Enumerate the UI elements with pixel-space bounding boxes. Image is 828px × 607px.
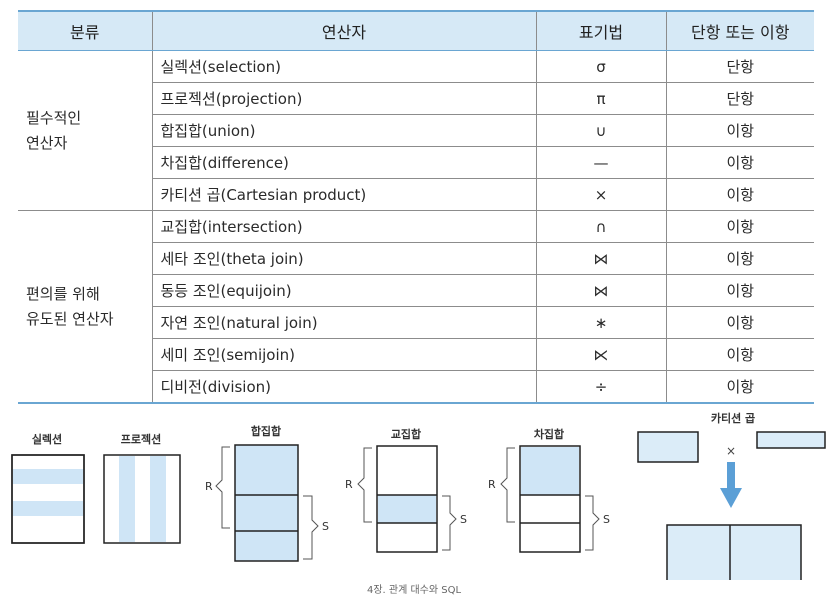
arrow-shaft	[727, 462, 735, 488]
notation-cell: ⋈	[535, 242, 666, 275]
union-diagram: 합집합 R S	[205, 424, 329, 562]
notation-cell: ×	[535, 178, 666, 211]
s-label: S	[460, 513, 467, 526]
r-label: R	[488, 478, 496, 491]
difference-label: 차집합	[534, 427, 564, 441]
operator-cell: 자연 조인(natural join)	[151, 306, 536, 339]
arity-cell: 단항	[665, 82, 814, 115]
notation-cell: ∩	[535, 210, 666, 243]
union-label: 합집합	[251, 424, 281, 438]
table-row: 세타 조인(theta join) ⋈ 이항	[18, 242, 814, 275]
operator-cell: 프로젝션(projection)	[151, 82, 536, 115]
header-operator: 연산자	[151, 10, 536, 51]
operation-diagrams: 실렉션 프로젝션 합집합 R S 교집합 R S 차집합	[11, 411, 826, 580]
notation-cell: ⋉	[535, 338, 666, 371]
intersection-label: 교집합	[391, 427, 421, 441]
notation-cell: ⋈	[535, 274, 666, 307]
notation-cell: ∗	[535, 306, 666, 339]
category-cell: 필수적인 연산자	[18, 50, 152, 211]
operator-cell: 카티션 곱(Cartesian product)	[151, 178, 536, 211]
header-notation: 표기법	[535, 10, 666, 51]
times-symbol: ×	[726, 444, 736, 458]
r-label: R	[205, 480, 213, 493]
table-row: 동등 조인(equijoin) ⋈ 이항	[18, 274, 814, 307]
selection-diagram: 실렉션	[11, 432, 85, 544]
table-row: 디비전(division) ÷ 이항	[18, 370, 814, 404]
arity-cell: 단항	[665, 50, 814, 83]
s-label: S	[322, 520, 329, 533]
arity-cell: 이항	[665, 338, 814, 371]
selection-label: 실렉션	[32, 432, 62, 446]
arity-cell: 이항	[665, 274, 814, 307]
table-row: 세미 조인(semijoin) ⋉ 이항	[18, 338, 814, 371]
notation-cell: ∪	[535, 114, 666, 147]
arity-cell: 이항	[665, 242, 814, 275]
category-label: 필수적인	[26, 108, 82, 127]
table-row: 편의를 위해 유도된 연산자 교집합(intersection) ∩ 이항	[18, 210, 814, 404]
operator-cell: 세타 조인(theta join)	[151, 242, 536, 275]
arity-cell: 이항	[665, 210, 814, 243]
category-label: 편의를 위해	[26, 284, 100, 303]
operator-cell: 교집합(intersection)	[151, 210, 536, 243]
difference-diagram: 차집합 R S	[488, 427, 610, 553]
arity-cell: 이항	[665, 114, 814, 147]
operator-cell: 차집합(difference)	[151, 146, 536, 179]
category-cell: 편의를 위해 유도된 연산자	[18, 210, 152, 404]
operator-cell: 실렉션(selection)	[151, 50, 536, 83]
page-caption: 4장. 관계 대수와 SQL	[366, 585, 462, 596]
operator-cell: 세미 조인(semijoin)	[151, 338, 536, 371]
notation-cell: ÷	[535, 370, 666, 404]
operator-cell: 합집합(union)	[151, 114, 536, 147]
intersection-diagram: 교집합 R S	[345, 427, 467, 553]
operator-cell: 디비전(division)	[151, 370, 536, 404]
category-label: 연산자	[26, 133, 68, 152]
cartesian-diagram: 카티션 곱 ×	[637, 411, 826, 580]
notation-cell: π	[535, 82, 666, 115]
s-label: S	[603, 513, 610, 526]
header-category: 분류	[18, 10, 152, 51]
table-row: 차집합(difference) — 이항	[18, 146, 814, 179]
header-arity: 단항 또는 이항	[665, 10, 814, 51]
table-header-row: 분류 연산자 표기법 단항 또는 이항	[18, 10, 814, 51]
arrow-down-icon	[720, 488, 742, 508]
table-row: 합집합(union) ∪ 이항	[18, 114, 814, 147]
arity-cell: 이항	[665, 306, 814, 339]
arity-cell: 이항	[665, 178, 814, 211]
cartesian-label: 카티션 곱	[711, 411, 755, 425]
table-row: 카티션 곱(Cartesian product) × 이항	[18, 178, 814, 211]
projection-diagram: 프로젝션	[103, 432, 181, 544]
r-label: R	[345, 478, 353, 491]
operator-table: 분류 연산자 표기법 단항 또는 이항 필수적인 연산자 실렉션(selecti…	[18, 10, 814, 404]
arity-cell: 이항	[665, 146, 814, 179]
category-label: 유도된 연산자	[26, 309, 114, 328]
notation-cell: —	[535, 146, 666, 179]
projection-label: 프로젝션	[121, 432, 161, 446]
table-row: 프로젝션(projection) π 단항	[18, 82, 814, 115]
operator-cell: 동등 조인(equijoin)	[151, 274, 536, 307]
arity-cell: 이항	[665, 370, 814, 404]
table-row: 자연 조인(natural join) ∗ 이항	[18, 306, 814, 339]
notation-cell: σ	[535, 50, 666, 83]
table-row: 필수적인 연산자 실렉션(selection) σ 단항	[18, 50, 814, 211]
